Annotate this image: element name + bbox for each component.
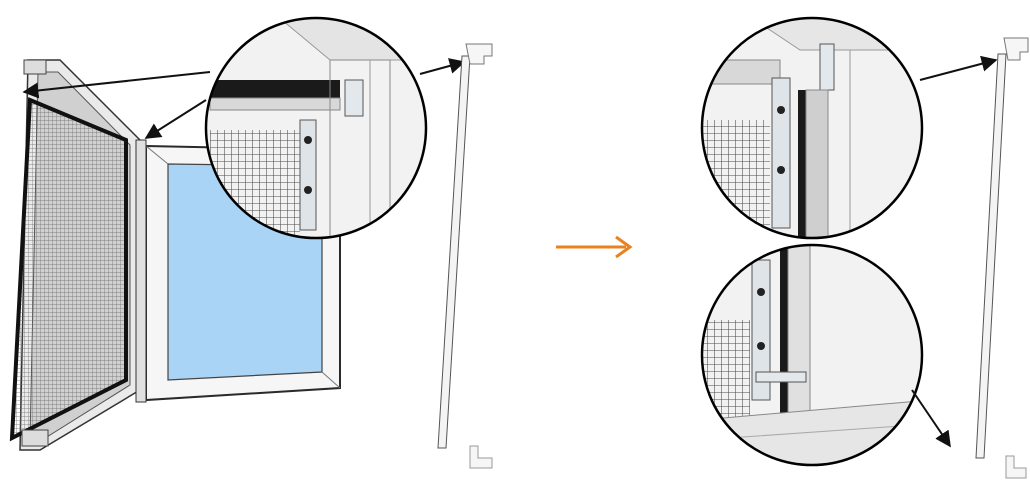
pointer-arrow [144,99,207,139]
profile-rail-left [437,43,493,469]
hinge-strip [135,139,147,403]
magnifier-circle-top-right [700,16,924,240]
pointer-arrow [911,389,951,448]
insect-screen-frame [9,59,141,451]
pointer-arrow [919,55,998,81]
magnifier-circle-bottom-right [700,243,924,467]
pointer-arrow [419,58,466,75]
profile-rail-right [975,37,1029,479]
pointer-arrow [22,71,211,99]
step-arrow [556,235,633,259]
